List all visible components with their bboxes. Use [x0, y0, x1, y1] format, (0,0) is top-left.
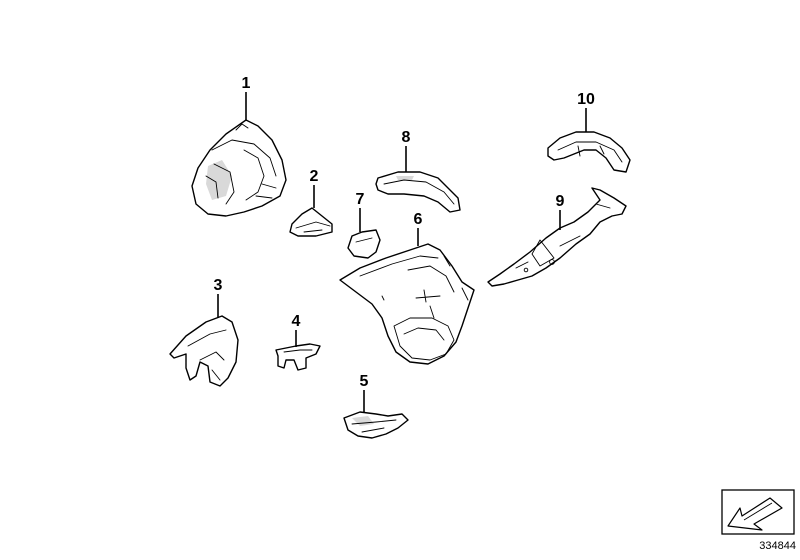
part-5-lower-trim[interactable] — [343, 411, 409, 439]
callout-2: 2 — [310, 168, 319, 185]
callout-5: 5 — [360, 373, 369, 390]
callout-10: 10 — [577, 91, 595, 108]
part-3-side-panel[interactable] — [169, 315, 239, 387]
part-10-curved-housing[interactable] — [547, 131, 631, 173]
callout-4: 4 — [292, 313, 301, 330]
part-6-inner-fairing[interactable] — [339, 243, 475, 365]
part-7-small-cover[interactable] — [347, 229, 381, 259]
callout-6: 6 — [414, 211, 423, 228]
arrow-left-down-icon — [721, 489, 795, 535]
part-4-clip-bracket[interactable] — [275, 343, 321, 371]
callout-9: 9 — [556, 193, 565, 210]
reference-number: 334844 — [759, 540, 796, 552]
callout-8: 8 — [402, 129, 411, 146]
part-1-front-fairing[interactable] — [191, 119, 287, 217]
part-9-bracket-frame[interactable] — [487, 187, 627, 287]
callout-3: 3 — [214, 277, 223, 294]
callout-1: 1 — [242, 75, 251, 92]
part-2-small-cover[interactable] — [289, 207, 333, 237]
callout-7: 7 — [356, 191, 365, 208]
part-8-top-cover[interactable] — [375, 171, 461, 213]
